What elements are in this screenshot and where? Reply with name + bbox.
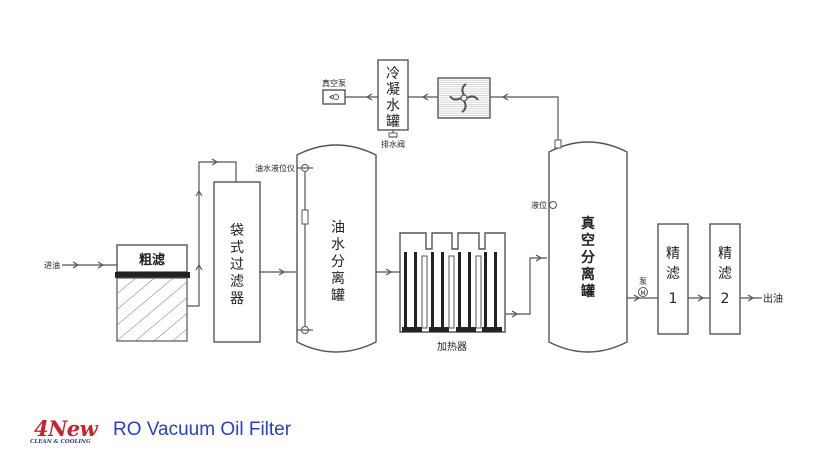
outlet-label: 出油 [763, 292, 783, 305]
vacuum-pump [322, 89, 346, 105]
drain-valve-icon [388, 130, 398, 138]
pipe-cooler-to-condenser [408, 93, 438, 101]
pipe-filter1-to-filter2 [688, 294, 710, 302]
svg-text:罐: 罐 [386, 114, 400, 130]
pipe-vacuum-to-cooler [490, 93, 562, 149]
coarse-filter [115, 244, 190, 342]
svg-text:2: 2 [721, 291, 730, 307]
bag-filter-label: 袋 式 过 滤 器 [230, 223, 244, 307]
pump-icon: M [638, 287, 648, 297]
bag-filter [213, 181, 261, 343]
svg-text:空: 空 [581, 232, 595, 249]
outlet-pipe [740, 294, 762, 302]
svg-text:精: 精 [718, 246, 732, 262]
svg-text:凝: 凝 [386, 82, 400, 98]
pipe-coarse-to-bag [187, 158, 237, 307]
svg-text:罐: 罐 [580, 283, 595, 300]
svg-text:水: 水 [331, 237, 345, 253]
fine-filter-1-label: 精 滤 1 [666, 246, 680, 307]
heater-label: 加热器 [437, 340, 467, 353]
condenser-tank [377, 59, 409, 131]
fine-filter-1 [657, 223, 689, 335]
svg-text:过: 过 [230, 257, 244, 273]
svg-text:离: 离 [581, 266, 595, 283]
svg-text:分: 分 [331, 254, 345, 270]
svg-text:精: 精 [666, 246, 680, 262]
condenser-tank-label: 冷 凝 水 罐 [386, 66, 400, 130]
svg-text:滤: 滤 [718, 266, 732, 282]
coarse-filter-label: 粗滤 [139, 252, 165, 268]
pipe-condenser-to-vacuum-pump [345, 93, 378, 101]
pipe-bag-to-separator [260, 268, 297, 276]
fine-filter-2 [709, 223, 741, 335]
svg-text:分: 分 [581, 250, 595, 266]
oil-water-separator-label: 油 水 分 离 罐 [331, 220, 345, 304]
inlet-label: 进油 [44, 260, 60, 270]
level-gauge [297, 164, 313, 334]
pipe-vacuum-to-filter1 [627, 294, 658, 302]
oil-water-separator [296, 144, 377, 353]
fan-icon [449, 83, 479, 113]
svg-text:M: M [640, 290, 645, 297]
pipe-heater-to-vacuum [505, 254, 547, 318]
svg-text:离: 离 [331, 270, 345, 287]
drain-valve-label: 排水阀 [381, 139, 405, 149]
svg-text:罐: 罐 [331, 288, 345, 304]
svg-text:油: 油 [331, 220, 345, 236]
inlet-pipe [62, 261, 118, 269]
diagram-title: RO Vacuum Oil Filter [113, 419, 292, 440]
vacuum-pump-label: 真空泵 [322, 78, 346, 88]
pipe-separator-to-heater [376, 268, 400, 276]
brand-logo: 4New [34, 416, 98, 441]
cooler [437, 77, 491, 119]
svg-text:1: 1 [669, 291, 678, 307]
vacuum-separator-label: 真 空 分 离 罐 [580, 215, 595, 300]
svg-text:滤: 滤 [230, 274, 244, 290]
svg-text:滤: 滤 [666, 266, 680, 282]
svg-text:冷: 冷 [386, 66, 400, 82]
level-label: 液位 [531, 200, 547, 210]
svg-text:式: 式 [230, 240, 244, 256]
heater [399, 232, 506, 333]
svg-text:真: 真 [581, 215, 595, 232]
level-gauge-label: 油水液位仪 [255, 163, 295, 173]
fine-filter-2-label: 精 滤 2 [718, 246, 732, 307]
svg-text:袋: 袋 [230, 223, 244, 239]
brand-tagline: CLEAN & COOLING [30, 439, 91, 445]
svg-text:器: 器 [230, 291, 244, 307]
vacuum-separator [548, 141, 628, 353]
pump-label: 泵 [639, 277, 647, 286]
svg-text:水: 水 [386, 98, 400, 114]
level-indicator [549, 201, 557, 209]
